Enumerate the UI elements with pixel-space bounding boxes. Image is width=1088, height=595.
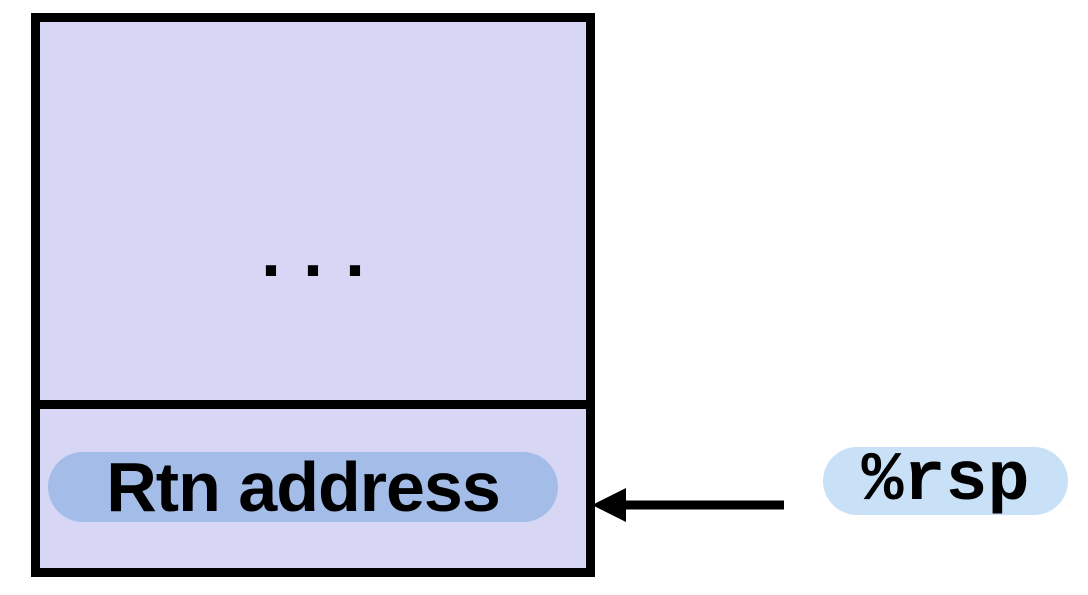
return-address-label: Rtn address <box>106 448 501 526</box>
return-address-highlight <box>48 452 558 522</box>
stack-upper-region: ... <box>40 22 586 409</box>
rsp-register-label: %rsp <box>861 442 1030 521</box>
stack-ellipsis: ... <box>260 212 387 292</box>
return-address-slot: Rtn address <box>40 409 586 568</box>
stack-pointer-arrow <box>592 488 784 522</box>
rsp-highlight <box>823 447 1068 515</box>
arrow-head <box>592 488 626 522</box>
stack-frame: ... Rtn address <box>31 13 595 577</box>
